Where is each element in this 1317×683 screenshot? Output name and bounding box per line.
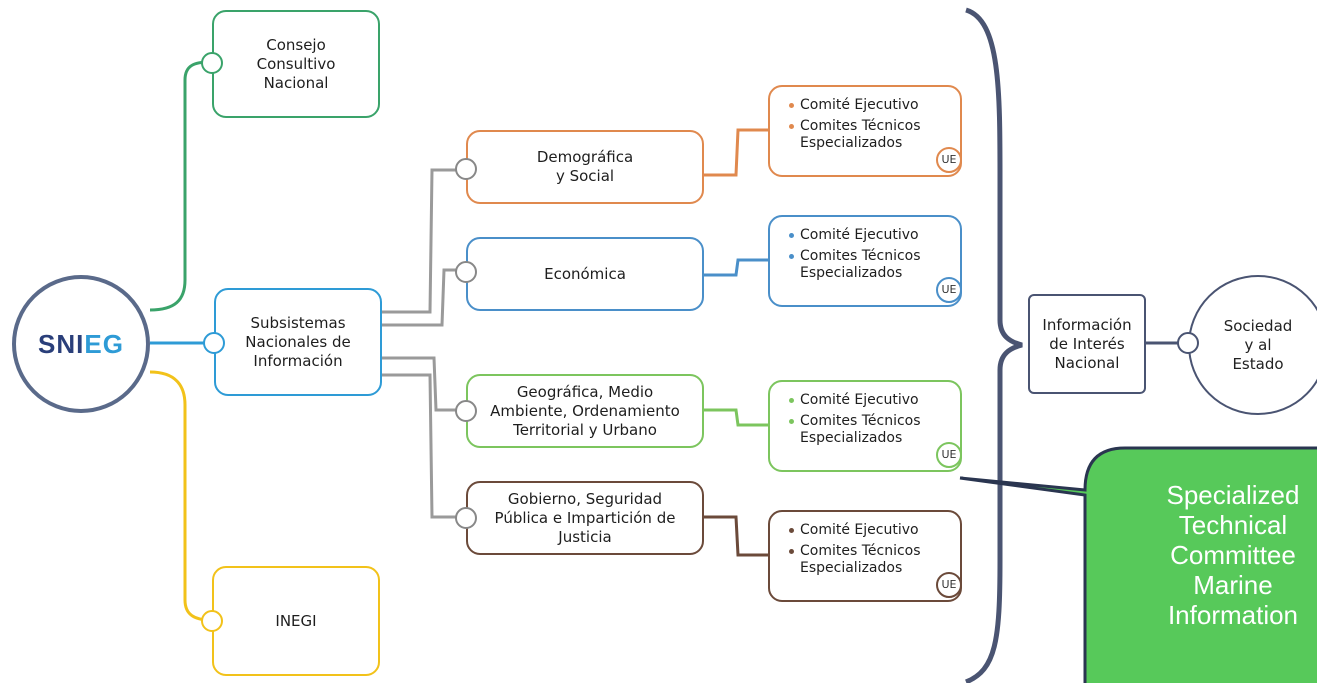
snieg-root-circle: SNIEG xyxy=(12,275,150,413)
comite-ejecutivo-item: Comité Ejecutivo xyxy=(788,522,921,539)
economica-connector-dot xyxy=(455,261,477,283)
inegi-box: INEGI xyxy=(212,566,380,676)
consejo-consultivo-box: Consejo Consultivo Nacional xyxy=(212,10,380,118)
gobierno-connector-dot xyxy=(455,507,477,529)
subsistemas-box: Subsistemas Nacionales de Información xyxy=(214,288,382,396)
comite-ejecutivo-item: Comité Ejecutivo xyxy=(788,97,921,114)
ue-badge: UE xyxy=(936,442,962,468)
comites-tecnicos-item: Comites Técnicos Especializados xyxy=(788,118,921,152)
sociedad-estado-circle: Sociedad y al Estado xyxy=(1188,275,1317,415)
demografica-connector-dot xyxy=(455,158,477,180)
callout-bubble xyxy=(959,446,1317,683)
subsistemas-connector-dot xyxy=(203,332,225,354)
callout-text: Specialized Technical Committee Marine I… xyxy=(1166,480,1300,630)
ue-badge: UE xyxy=(936,572,962,598)
ue-badge: UE xyxy=(936,277,962,303)
committee-box-demografica: Comité Ejecutivo Comites Técnicos Especi… xyxy=(768,85,962,177)
sociedad-connector-dot xyxy=(1177,332,1199,354)
committee-box-geografica: Comité Ejecutivo Comites Técnicos Especi… xyxy=(768,380,962,472)
inegi-connector-dot xyxy=(201,610,223,632)
subsystem-demografica: Demográfica y Social xyxy=(466,130,704,204)
consejo-connector-dot xyxy=(201,52,223,74)
subsystem-gobierno: Gobierno, Seguridad Pública e Impartició… xyxy=(466,481,704,555)
comite-ejecutivo-item: Comité Ejecutivo xyxy=(788,227,921,244)
comite-ejecutivo-item: Comité Ejecutivo xyxy=(788,392,921,409)
ue-badge: UE xyxy=(936,147,962,173)
subsystem-geografica: Geográfica, Medio Ambiente, Ordenamiento… xyxy=(466,374,704,448)
comites-tecnicos-item: Comites Técnicos Especializados xyxy=(788,248,921,282)
committee-box-gobierno: Comité Ejecutivo Comites Técnicos Especi… xyxy=(768,510,962,602)
informacion-interes-nacional-box: Información de Interés Nacional xyxy=(1028,294,1146,394)
snieg-logo: SNIEG xyxy=(38,328,124,359)
subsystem-economica: Económica xyxy=(466,237,704,311)
geografica-connector-dot xyxy=(455,400,477,422)
comites-tecnicos-item: Comites Técnicos Especializados xyxy=(788,543,921,577)
committee-box-economica: Comité Ejecutivo Comites Técnicos Especi… xyxy=(768,215,962,307)
comites-tecnicos-item: Comites Técnicos Especializados xyxy=(788,413,921,447)
